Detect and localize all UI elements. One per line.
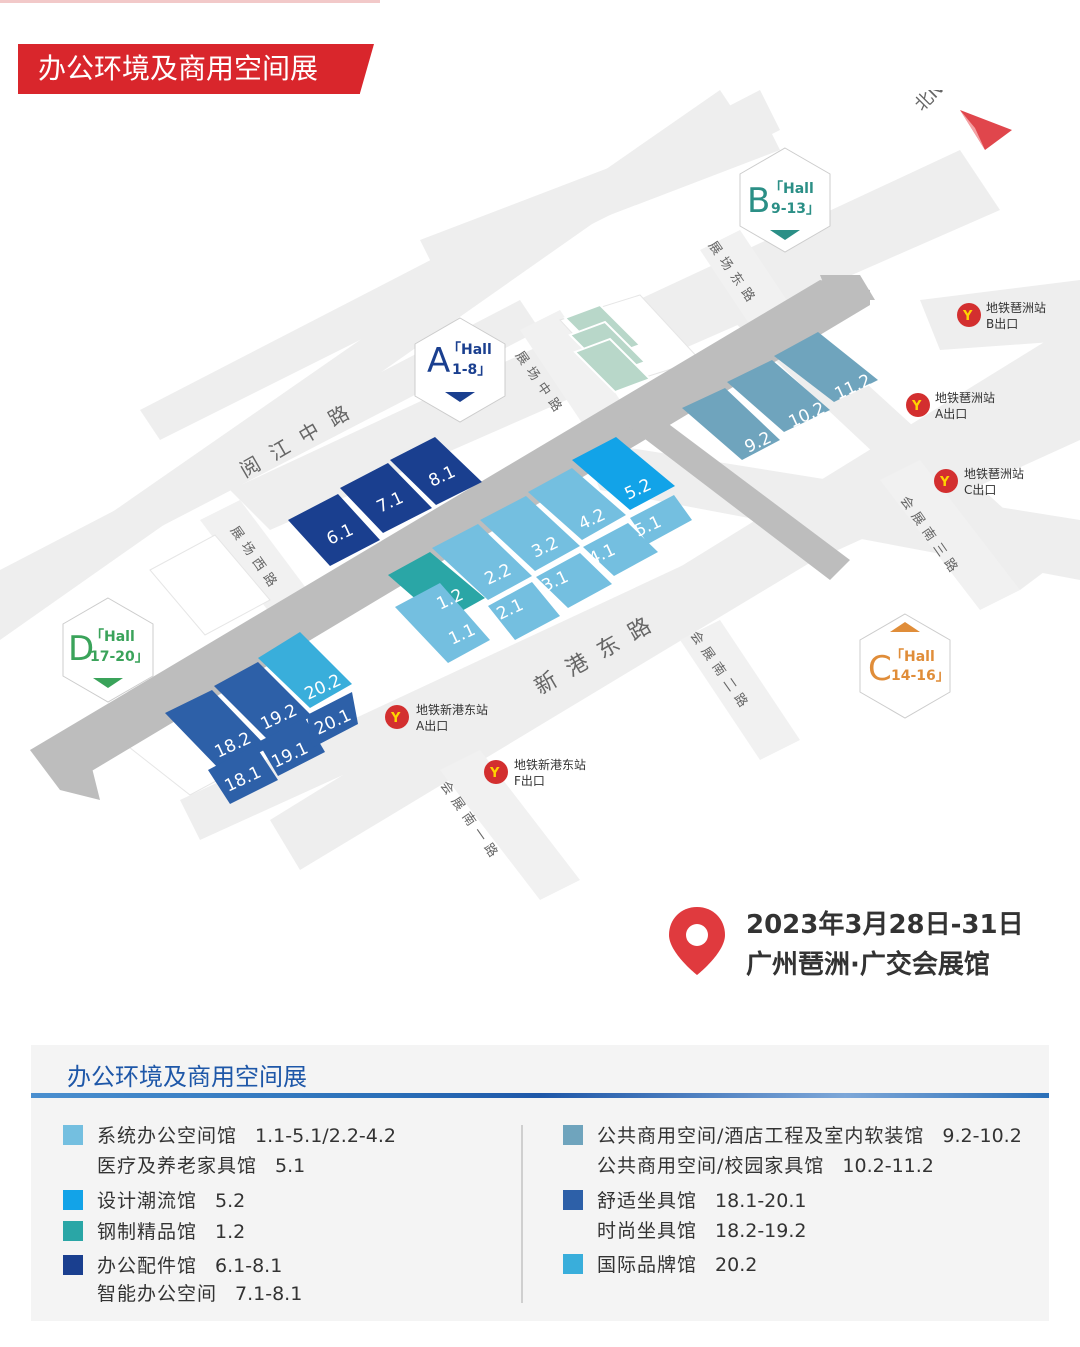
booth-11-2 (774, 332, 878, 402)
svg-text:「Hall: 「Hall (90, 628, 135, 645)
booth-6-1 (288, 494, 380, 566)
booth-2-1 (488, 582, 560, 640)
metro-icon (957, 303, 981, 327)
event-date: 2023年3月28日-31日 (746, 910, 1024, 940)
svg-text:A出口: A出口 (935, 407, 967, 421)
svg-text:Y: Y (939, 475, 950, 490)
event-venue: 广州琶洲·广交会展馆 (746, 950, 990, 980)
svg-text:「Hall: 「Hall (447, 341, 492, 358)
north-label: 北N (911, 90, 948, 116)
booth-4-1 (583, 523, 658, 576)
svg-text:地铁新港东站: 地铁新港东站 (514, 757, 586, 772)
svg-text:9-13」: 9-13」 (771, 201, 820, 217)
booth-20-2 (258, 632, 352, 708)
legend-column-divider (521, 1125, 523, 1303)
top-accent-line (0, 0, 380, 3)
hall-badge-d: D 「Hall 17-20」 (62, 597, 154, 703)
svg-text:地铁新港东站: 地铁新港东站 (416, 702, 488, 717)
page-title: 办公环境及商用空间展 (18, 44, 374, 94)
legend-swatch (563, 1254, 583, 1274)
venue-map: 6.1 7.1 8.1 1.2 1.1 2.2 2.1 3.2 3.1 4.2 … (0, 90, 1080, 900)
svg-text:Y: Y (911, 399, 922, 414)
svg-text:C出口: C出口 (964, 483, 996, 497)
svg-text:Y: Y (962, 309, 973, 324)
metro-c: Y 地铁琶洲站 C出口 (934, 467, 1024, 497)
north-arrow-icon (960, 110, 1012, 150)
concourse (30, 275, 875, 800)
legend-swatch (63, 1190, 83, 1210)
legend-swatch (563, 1190, 583, 1210)
legend-swatch (63, 1125, 83, 1145)
svg-text:地铁琶洲站: 地铁琶洲站 (935, 391, 995, 405)
metro-icon (484, 760, 508, 784)
location-pin-icon (669, 907, 725, 975)
legend-swatch (63, 1221, 83, 1241)
booth-3-1 (536, 553, 612, 608)
booth-18-2 (165, 690, 268, 772)
legend-swatch (63, 1255, 83, 1275)
booth-20-1 (307, 692, 358, 748)
svg-text:地铁琶洲站: 地铁琶洲站 (986, 301, 1046, 315)
svg-text:A: A (427, 341, 450, 381)
booth-7-1 (340, 463, 432, 533)
booth-19-2 (214, 662, 312, 740)
legend-title: 办公环境及商用空间展 (67, 1063, 307, 1091)
booth-10-2 (727, 360, 830, 432)
metro-f: Y 地铁新港东站 F出口 (484, 757, 586, 788)
legend-divider-bar (31, 1093, 1049, 1098)
metro-icon (934, 469, 958, 493)
svg-text:17-20」: 17-20」 (90, 649, 149, 665)
hall-group-office-accessories (288, 437, 482, 566)
booth-9-2 (682, 388, 780, 460)
booth-18-1 (208, 745, 278, 804)
svg-text:「Hall: 「Hall (890, 648, 935, 665)
booth-4-2 (528, 468, 626, 540)
svg-text:B: B (747, 181, 770, 221)
metro-a-pazhou: Y 地铁琶洲站 A出口 (906, 391, 995, 421)
booth-2-2 (432, 524, 532, 600)
metro-markers: Y 地铁琶洲站 B出口 Y 地铁琶洲站 A出口 Y 地铁琶洲站 C出口 Y 地铁… (385, 301, 1046, 788)
svg-text:D: D (68, 629, 94, 669)
svg-text:F出口: F出口 (514, 774, 545, 788)
svg-text:Y: Y (489, 766, 500, 781)
svg-text:Y: Y (390, 711, 401, 726)
metro-b: Y 地铁琶洲站 B出口 (957, 301, 1046, 331)
booth-5-2 (572, 437, 675, 510)
hall-badge-b: B 「Hall 9-13」 (739, 147, 831, 253)
booth-5-1 (630, 495, 692, 544)
svg-text:14-16」: 14-16」 (891, 668, 950, 684)
hall-badge-c: C 「Hall 14-16」 (859, 613, 951, 719)
svg-text:「Hall: 「Hall (769, 180, 814, 197)
event-info: 2023年3月28日-31日 广州琶洲·广交会展馆 (746, 908, 1024, 982)
metro-a-xingang: Y 地铁新港东站 A出口 (385, 702, 488, 733)
legend-swatch (563, 1125, 583, 1145)
booth-1-1 (395, 583, 490, 663)
svg-text:A出口: A出口 (416, 719, 448, 733)
booth-19-1 (258, 718, 325, 776)
svg-text:1-8」: 1-8」 (452, 362, 491, 378)
booth-8-1 (390, 437, 482, 505)
metro-icon (385, 705, 409, 729)
booth-3-2 (480, 496, 580, 571)
svg-text:B出口: B出口 (986, 317, 1018, 331)
hall-badge-a: A 「Hall 1-8」 (414, 317, 506, 423)
svg-text:地铁琶洲站: 地铁琶洲站 (964, 467, 1024, 481)
metro-icon (906, 393, 930, 417)
svg-text:C: C (868, 649, 892, 689)
